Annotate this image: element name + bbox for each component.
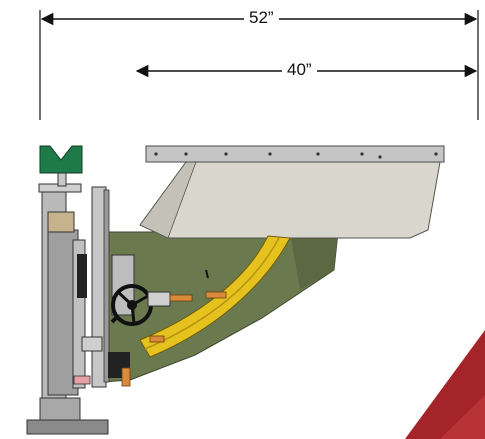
- plate-edge: [103, 189, 110, 383]
- column-neck: [57, 171, 67, 187]
- left-black-block: [77, 254, 87, 298]
- orange-rod-3: [121, 367, 131, 387]
- yellow-guide-groove: [144, 237, 280, 350]
- base-plate: [26, 419, 109, 435]
- column-foot: [39, 397, 81, 421]
- dimension-40-label: 40”: [282, 60, 317, 80]
- valve-block: [81, 336, 103, 352]
- red-corner-shape: [405, 330, 485, 439]
- red-corner-highlight: [440, 395, 485, 439]
- orange-rod-4: [149, 335, 165, 343]
- tray-rail-bolts: [154, 152, 438, 159]
- orange-rod-2: [205, 291, 227, 299]
- column-block: [47, 211, 75, 233]
- olive-panel-shade: [290, 232, 338, 290]
- small-pin: [205, 269, 209, 279]
- dimension-52-label: 52”: [244, 8, 279, 28]
- arm-cylinder: [147, 291, 171, 307]
- tray-top-rail: [145, 145, 445, 163]
- yellow-guide: [139, 235, 291, 358]
- orange-rod-1: [169, 294, 193, 302]
- v-block: [39, 145, 83, 174]
- pink-fitting: [73, 375, 91, 385]
